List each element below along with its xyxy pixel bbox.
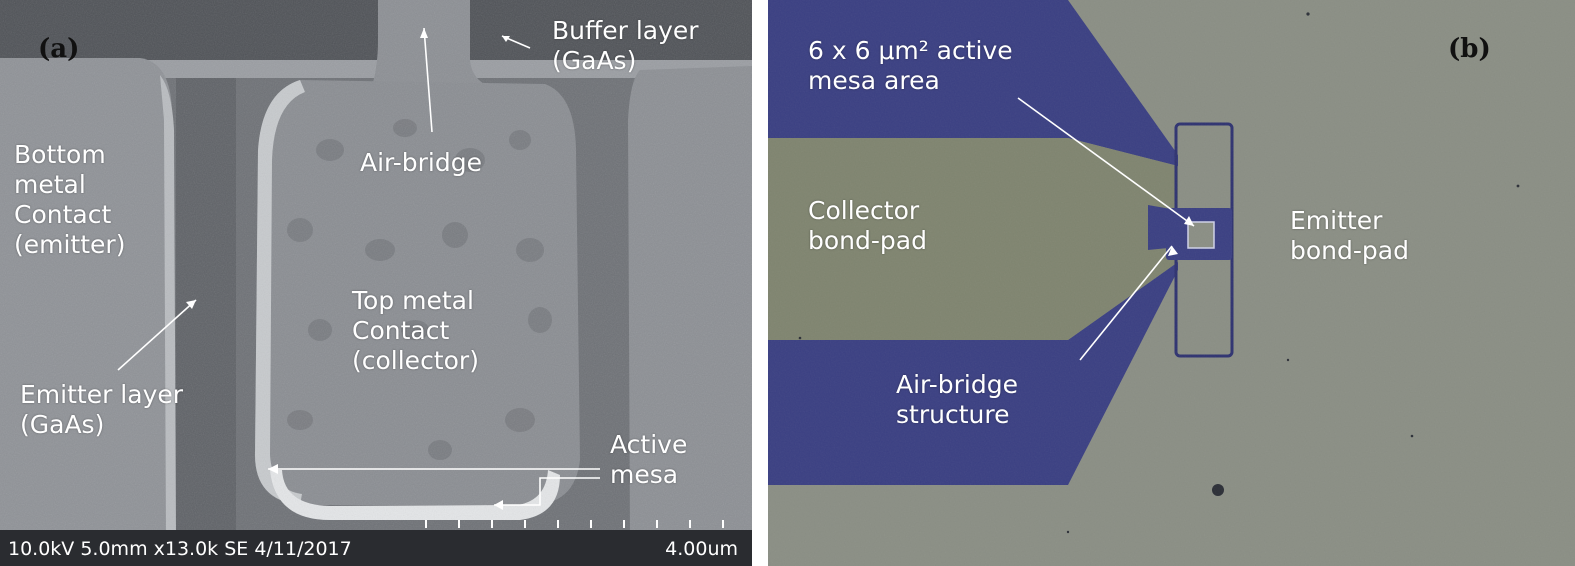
label-emitter-layer: Emitter layer (GaAs): [20, 380, 184, 439]
optical-micrograph: [768, 0, 1575, 566]
label-bottom-contact: Bottom metal Contact (emitter): [14, 140, 126, 259]
sem-micrograph: [0, 0, 752, 566]
label-collector-pad: Collector bond-pad: [808, 196, 927, 255]
panel-label-a: (a): [38, 34, 80, 64]
scale-ticks: [425, 520, 752, 528]
label-buffer-layer: Buffer layer (GaAs): [552, 16, 699, 75]
label-emitter-pad: Emitter bond-pad: [1290, 206, 1409, 265]
panel-label-b: (b): [1448, 34, 1491, 64]
label-active-mesa: Active mesa: [610, 430, 688, 489]
optical-image-panel: (b) 6 x 6 μm² active mesa area Collector…: [768, 0, 1575, 566]
label-active-area: 6 x 6 μm² active mesa area: [808, 36, 1013, 95]
sem-image-panel: (a) Buffer layer (GaAs) Air-bridge Botto…: [0, 0, 752, 566]
sem-acquisition-info: 10.0kV 5.0mm x13.0k SE 4/11/2017: [8, 538, 352, 560]
label-air-bridge: Air-bridge: [360, 148, 482, 177]
label-air-bridge-structure: Air-bridge structure: [896, 370, 1018, 429]
label-top-contact: Top metal Contact (collector): [352, 286, 479, 375]
sem-scale-bar-label: 4.00um: [665, 538, 738, 560]
